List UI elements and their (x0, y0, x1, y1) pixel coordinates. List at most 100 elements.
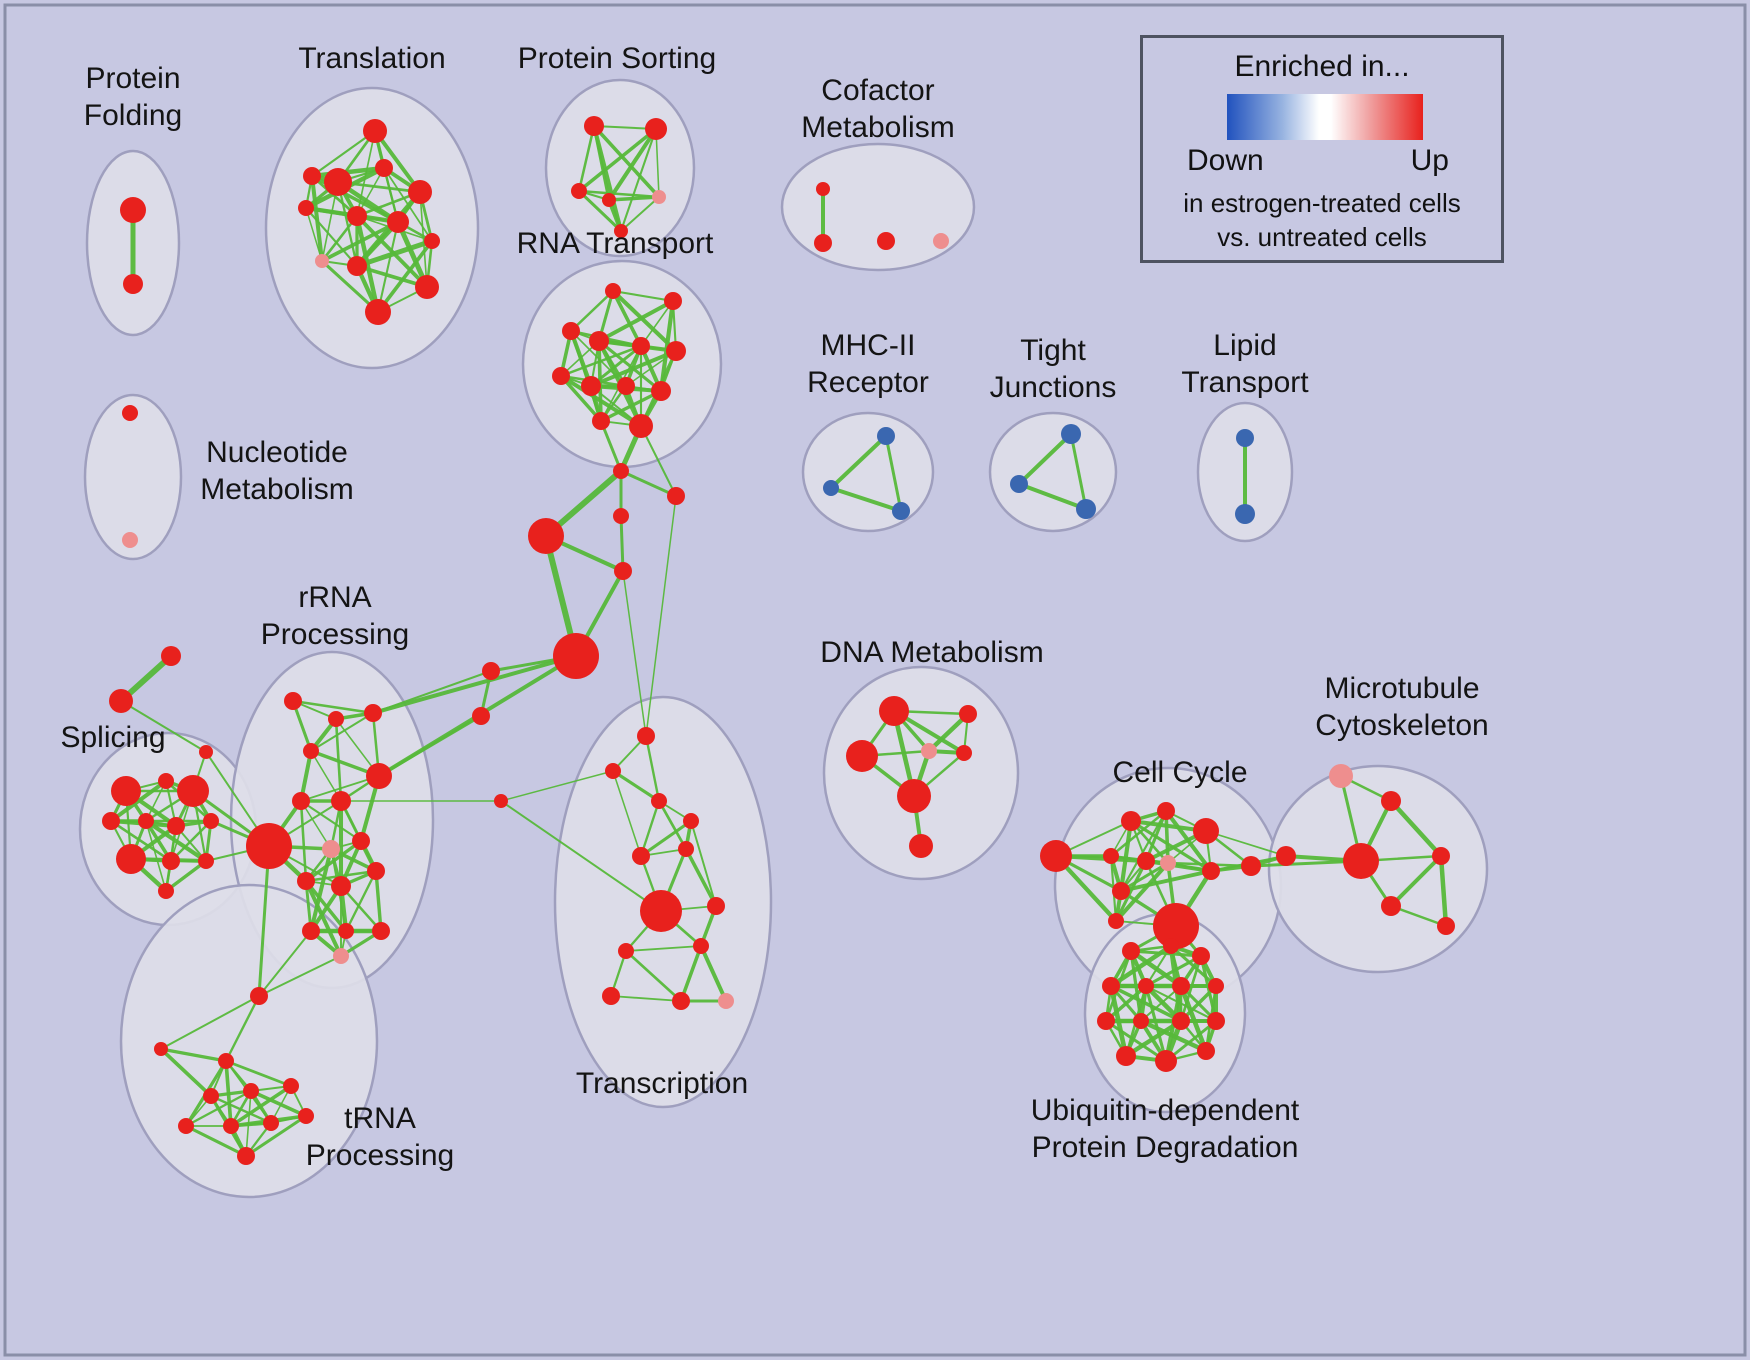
network-edge (355, 264, 429, 289)
gene-set-node (617, 377, 635, 395)
gene-set-node (298, 1108, 314, 1124)
gene-set-node (331, 791, 351, 811)
network-edge (569, 289, 615, 333)
network-edge (1249, 859, 1363, 868)
gene-set-node (1207, 1012, 1225, 1030)
network-edge (596, 298, 676, 344)
network-edge (625, 945, 702, 952)
gene-set-node (552, 367, 570, 385)
gene-set-node (707, 897, 725, 915)
cluster-label: Folding (84, 99, 182, 132)
cluster-label: Microtubule (1324, 672, 1479, 705)
gene-set-node (1381, 896, 1401, 916)
gene-set-node (651, 793, 667, 809)
gene-set-node (1163, 938, 1179, 954)
gene-set-node (218, 1053, 234, 1069)
cluster-ellipse-mhc-ii-receptor (801, 411, 935, 533)
network-edge (610, 288, 679, 354)
network-edge (120, 700, 207, 753)
gene-set-node (472, 707, 490, 725)
gene-set-node (482, 662, 500, 680)
gene-set-node (1010, 475, 1028, 493)
network-edge (655, 128, 660, 198)
gene-set-node (1116, 1046, 1136, 1066)
gene-set-node (315, 254, 329, 268)
network-edge (644, 734, 661, 803)
network-edge (169, 819, 213, 863)
network-edge (320, 220, 400, 263)
gene-set-node (366, 763, 392, 789)
gene-set-node (640, 890, 682, 932)
gene-set-node (331, 876, 351, 896)
gene-set-node (1381, 791, 1401, 811)
gene-set-node (198, 853, 214, 869)
network-edge (159, 1047, 213, 1098)
gene-set-node (664, 292, 682, 310)
network-edge (229, 1084, 293, 1128)
gene-set-node (584, 116, 604, 136)
gene-set-node (1437, 917, 1455, 935)
network-edge (684, 847, 718, 908)
network-edge (419, 191, 428, 288)
gene-set-node (1329, 764, 1353, 788)
legend-gradient-bar (1227, 94, 1423, 140)
network-edge (108, 778, 169, 824)
gene-set-node (1160, 855, 1176, 871)
gene-set-node (375, 159, 393, 177)
gene-set-node (298, 200, 314, 216)
network-edge (372, 670, 492, 714)
network-edge (624, 949, 683, 1003)
gene-set-node (1122, 942, 1140, 960)
gene-set-node (892, 502, 910, 520)
cluster-label: Processing (261, 618, 409, 651)
gene-set-node (494, 794, 508, 808)
cluster-ellipse-cofactor-metabolism (780, 142, 976, 272)
gene-set-node (645, 118, 667, 140)
legend-box: Enriched in... Down Up in estrogen-treat… (1140, 35, 1504, 263)
network-edge (1113, 860, 1171, 924)
gene-set-node (263, 1115, 279, 1131)
gene-set-node (415, 275, 439, 299)
network-edge (1017, 482, 1088, 511)
network-edge (145, 820, 167, 892)
gene-set-node (921, 743, 937, 759)
gene-set-node (1343, 843, 1379, 879)
cluster-ellipse-tight-junctions (988, 411, 1118, 533)
cluster-label: Tight (1020, 334, 1086, 367)
network-edge (299, 799, 308, 883)
network-edge (619, 127, 658, 233)
gene-set-node (571, 183, 587, 199)
network-edge (1069, 432, 1088, 511)
gene-set-node (365, 299, 391, 325)
gene-set-node (352, 832, 370, 850)
gene-set-node (652, 190, 666, 204)
network-edge (374, 869, 383, 933)
network-edge (304, 879, 343, 958)
gene-set-node (120, 197, 146, 223)
network-edge (589, 349, 678, 388)
gene-set-node (678, 841, 694, 857)
network-edge (308, 846, 334, 934)
cluster-label: Protein Degradation (1032, 1131, 1299, 1164)
network-edge (612, 770, 642, 857)
gene-set-node (303, 167, 321, 185)
network-edge (1109, 984, 1183, 1023)
network-edge (645, 495, 677, 737)
network-edge (339, 884, 383, 933)
cluster-label: Processing (306, 1139, 454, 1172)
network-edge (164, 859, 208, 893)
gene-set-node (553, 633, 599, 679)
network-edge (611, 289, 643, 348)
network-edge (640, 425, 677, 497)
gene-set-node (302, 922, 320, 940)
gene-set-node (879, 696, 909, 726)
network-edge (1205, 830, 1287, 857)
gene-set-node (284, 692, 302, 710)
network-edge (619, 469, 678, 498)
gene-set-node (297, 872, 315, 890)
network-edge (679, 944, 703, 1003)
network-edge (336, 180, 359, 268)
legend-subtitle-line1: in estrogen-treated cells (1183, 188, 1461, 218)
network-edge (577, 124, 596, 193)
gene-set-node (1192, 947, 1210, 965)
